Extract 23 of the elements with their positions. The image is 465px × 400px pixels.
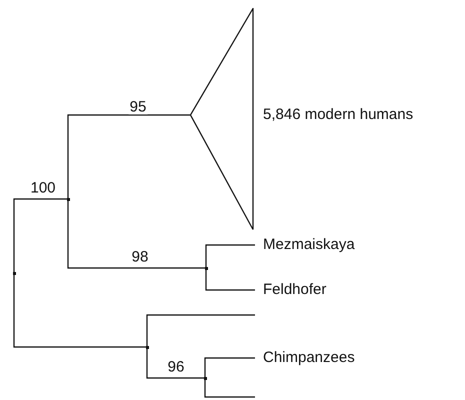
tree-branch [13,273,147,348]
taxon-label: 5,846 modern humans [263,106,414,124]
branch-node [204,376,206,380]
branch-node [66,198,70,200]
support-value: 98 [130,250,150,264]
tree-branch [13,198,68,273]
tree-branch [204,378,255,398]
branch-node [146,346,148,348]
tree-branch [146,314,255,347]
tree-branch [146,347,205,379]
tree-branch [67,114,190,199]
tree-branch [67,199,206,269]
support-value: 96 [166,360,186,374]
tree-branch [205,244,255,268]
branch-node [204,266,208,270]
taxon-label: Chimpanzees [255,349,355,367]
branch-node [12,272,16,274]
support-value: 95 [128,100,148,114]
tree-branch [204,357,255,378]
support-value: 100 [29,180,57,196]
taxon-label: Mezmaiskaya [255,236,355,254]
taxon-label: Feldhofer [255,281,326,299]
tree-branch [205,268,255,291]
